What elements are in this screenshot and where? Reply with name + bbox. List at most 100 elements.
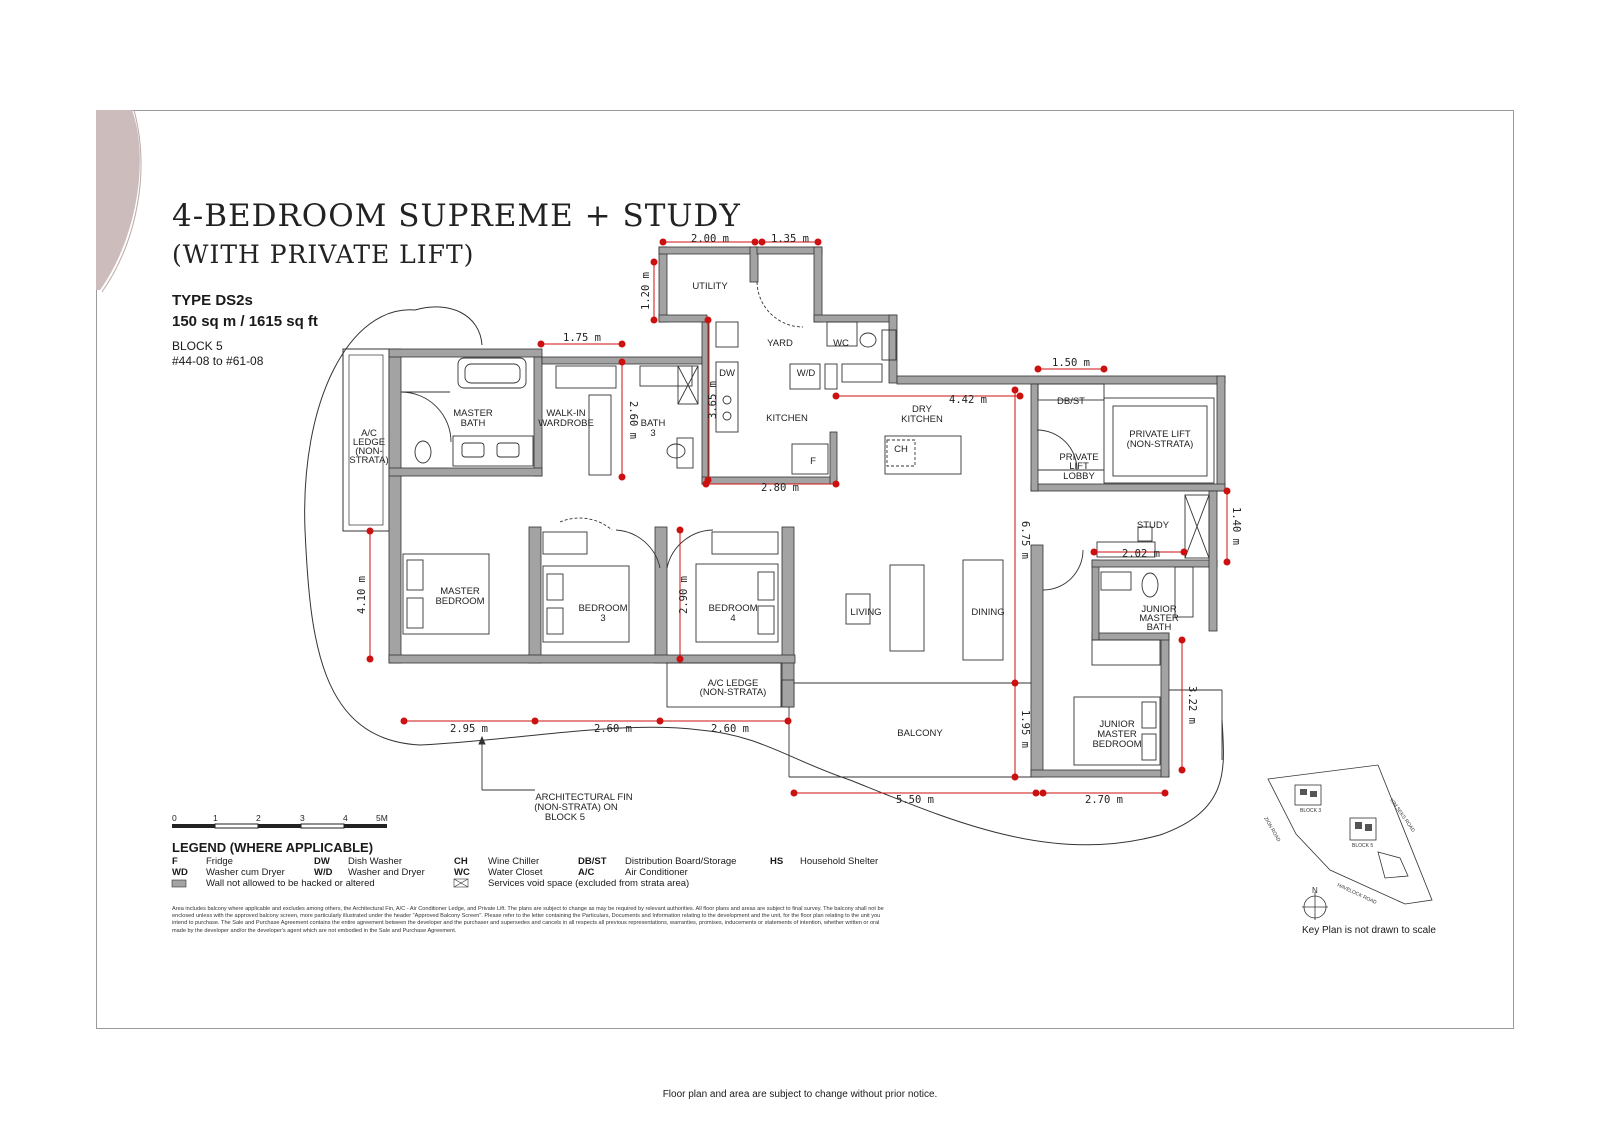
legend-text: Washer cum Dryer	[206, 867, 285, 878]
room-walkin: WALK-IN	[546, 408, 585, 419]
fin-top-arc	[414, 306, 483, 346]
svg-text:KITCHEN: KITCHEN	[901, 414, 943, 425]
keyplan-road-havelock: HAVELOCK ROAD	[1336, 882, 1378, 906]
scale-label-2: 2	[256, 813, 261, 823]
plan-subtitle: (WITH PRIVATE LIFT)	[172, 240, 475, 269]
svg-text:LEDGE: LEDGE	[353, 437, 385, 448]
scale-bar: 0 1 2 3 4 5M	[172, 813, 388, 829]
scale-label-5: 5M	[376, 813, 388, 823]
room-master-bath: MASTER	[453, 408, 493, 419]
room-jr-bedroom: JUNIOR	[1099, 719, 1135, 730]
sink	[461, 442, 485, 458]
dim-study-depth: 1.40 m	[1230, 507, 1242, 545]
room-wd: W/D	[797, 368, 816, 379]
unit-type: TYPE DS2s	[172, 292, 253, 309]
room-ac-ledge-left: A/C	[361, 428, 377, 439]
room-dbst: DB/ST	[1057, 396, 1085, 407]
legend-code: A/C	[578, 867, 595, 878]
dim-kitchen-width: 2.80 m	[761, 482, 799, 494]
fridge-box	[791, 443, 829, 475]
legend-text: Dish Washer	[348, 856, 403, 867]
svg-text:3: 3	[600, 613, 605, 624]
svg-text:MASTER: MASTER	[1139, 613, 1179, 624]
legend-text: Air Conditioner	[625, 867, 688, 878]
svg-text:BATH: BATH	[461, 418, 486, 429]
legend-text: Wall not allowed to be hacked or altered	[206, 878, 375, 889]
room-bath3: BATH	[641, 418, 666, 429]
room-balcony: BALCONY	[897, 728, 943, 739]
services-void-study	[1184, 494, 1210, 559]
legend-code: HS	[770, 856, 784, 867]
dim-yard-width: 1.35 m	[771, 233, 809, 245]
room-wine-chiller: CH	[894, 444, 908, 455]
room-fridge: F	[810, 456, 816, 467]
room-lift-lobby: PRIVATE	[1059, 452, 1098, 463]
bed-4	[695, 563, 779, 643]
legend-void-swatch	[453, 878, 469, 888]
svg-text:(NON-STRATA): (NON-STRATA)	[1127, 439, 1194, 450]
dim-dry-kitchen-width: 4.42 m	[949, 394, 987, 406]
legend-code: DW	[314, 856, 330, 867]
dim-utility-depth: 1.20 m	[640, 272, 652, 310]
room-bedroom-3: BEDROOM	[578, 603, 627, 614]
svg-text:3: 3	[650, 428, 655, 439]
bathtub	[457, 357, 527, 389]
legend-text: Household Shelter	[800, 856, 879, 867]
legend-code: DB/ST	[578, 856, 607, 867]
dim-kitchen-depth: 3.65 m	[707, 381, 719, 419]
keyplan-road-zion: ZION ROAD	[1262, 816, 1281, 843]
legend-code: CH	[454, 856, 468, 867]
dim-balcony-width: 5.50 m	[896, 794, 934, 806]
dim-master-bedroom-depth: 4.10 m	[356, 576, 368, 614]
wardrobe-4	[711, 531, 779, 555]
dim-master-bedroom-width: 2.95 m	[450, 723, 488, 735]
dim-bedroom4-depth: 2.90 m	[678, 576, 690, 614]
legend-text: Washer and Dryer	[348, 867, 425, 878]
svg-text:BEDROOM: BEDROOM	[1092, 739, 1141, 750]
legend-code: W/D	[314, 867, 333, 878]
svg-text:MASTER: MASTER	[1097, 729, 1137, 740]
keyplan-block5: BLOCK 5	[1352, 843, 1373, 849]
page-frame	[96, 110, 1514, 1029]
coffee-table	[845, 593, 871, 625]
svg-text:4: 4	[730, 613, 735, 624]
svg-text:(NON-: (NON-	[355, 446, 382, 457]
dim-bedroom4-width: 2.60 m	[711, 723, 749, 735]
keyplan-road-kim: KIM SEKS ROAD	[1388, 798, 1416, 834]
island-counter	[884, 435, 962, 475]
walls	[388, 246, 1226, 778]
room-private-lift: PRIVATE LIFT	[1129, 429, 1191, 440]
dim-jr-bedroom-depth: 3.22 m	[1186, 686, 1198, 724]
dim-wardrobe-width: 1.75 m	[563, 332, 601, 344]
dim-bedroom3-width: 2.60 m	[594, 723, 632, 735]
unit-range: #44-08 to #61-08	[172, 354, 264, 368]
room-study: STUDY	[1137, 520, 1170, 531]
vanity-counter	[452, 435, 534, 467]
room-bedroom-4: BEDROOM	[708, 603, 757, 614]
wardrobe-jr	[1091, 639, 1161, 666]
svg-text:WARDROBE: WARDROBE	[538, 418, 594, 429]
key-plan: BLOCK 3 BLOCK 5 KIM SEKS ROAD ZION ROAD …	[1262, 764, 1433, 920]
keyplan-block3: BLOCK 3	[1300, 808, 1321, 814]
room-master-bedroom: MASTER	[440, 586, 480, 597]
scale-label-0: 0	[172, 813, 177, 823]
svg-text:LIFT: LIFT	[1069, 461, 1089, 472]
disclaimer-text: Area includes balcony where applicable a…	[172, 906, 884, 934]
room-kitchen: KITCHEN	[766, 413, 808, 424]
dim-living-depth: 6.75 m	[1019, 521, 1031, 559]
scale-label-4: 4	[343, 813, 348, 823]
legend-text: Wine Chiller	[488, 856, 540, 867]
svg-text:LOBBY: LOBBY	[1063, 471, 1095, 482]
room-wc: WC	[833, 338, 849, 349]
room-dining: DINING	[971, 607, 1004, 618]
hob	[715, 361, 739, 433]
legend-text: Fridge	[206, 856, 233, 867]
scale-label-1: 1	[213, 813, 218, 823]
toilet	[414, 440, 432, 464]
svg-text:BLOCK 5: BLOCK 5	[545, 812, 585, 823]
svg-text:(NON-STRATA) ON: (NON-STRATA) ON	[534, 802, 618, 813]
scale-label-3: 3	[300, 813, 305, 823]
study-desk	[1096, 541, 1156, 558]
room-dw: DW	[719, 368, 735, 379]
